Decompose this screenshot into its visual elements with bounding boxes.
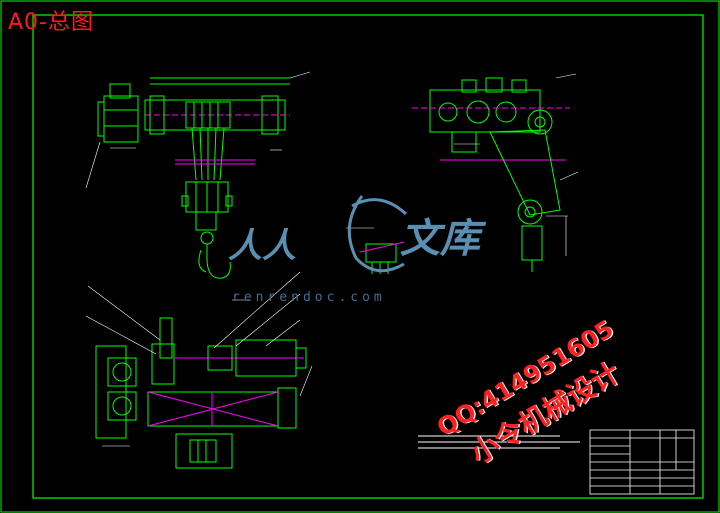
inner-border <box>32 14 704 499</box>
watermark-logo <box>347 195 408 273</box>
title-block <box>589 429 695 495</box>
watermark-left-text: 人人 <box>228 226 296 266</box>
technical-notes <box>418 435 580 449</box>
front-view <box>85 71 311 301</box>
watermark-url: renrendoc.com <box>232 290 386 305</box>
detail-view <box>346 227 405 274</box>
sheet-title: A0-总图 <box>8 10 94 35</box>
plan-view <box>85 271 313 469</box>
watermark-right-text: 文库 <box>400 215 480 262</box>
side-view <box>412 73 579 272</box>
